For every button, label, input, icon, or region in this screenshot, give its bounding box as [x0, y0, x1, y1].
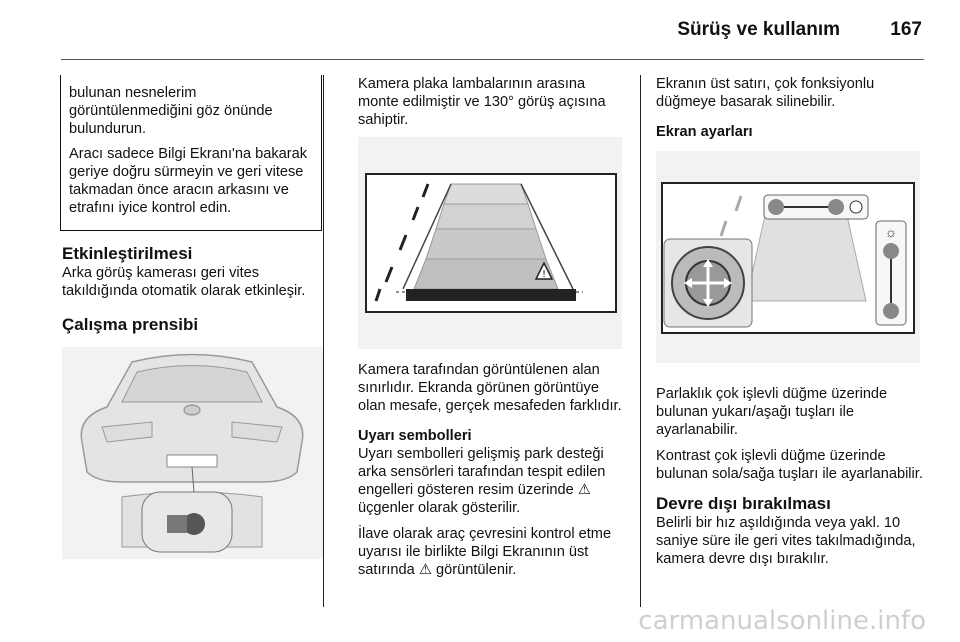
header-title: Sürüş ve kullanım [677, 19, 840, 40]
column-2: Kamera plaka lambalarının arasına monte … [358, 75, 626, 587]
activation-heading: Etkinleştirilmesi [62, 244, 193, 263]
camera-mount-text: Kamera plaka lambalarının arasına monte … [358, 76, 606, 128]
principle-heading: Çalışma prensibi [62, 315, 199, 334]
deactivation-heading: Devre dışı bırakılması [656, 494, 831, 513]
column-3: Ekranın üst satırı, çok fonksiyonlu düğm… [656, 75, 926, 576]
warning-triangle-icon: ⚠ [577, 482, 591, 498]
svg-text:!: ! [543, 269, 546, 280]
display-settings-heading: Ekran ayarları [656, 124, 753, 140]
column-divider-2 [640, 75, 641, 607]
display-settings-illustration: ☼ [656, 151, 920, 363]
warning-symbols-text: Uyarı sembolleri gelişmiş park desteği a… [358, 446, 606, 516]
warning-symbols-heading: Uyarı sembolleri [358, 428, 472, 444]
top-line-clear-text: Ekranın üst satırı, çok fonksiyonlu düğm… [656, 76, 875, 110]
warning-text-1: bulunan nesnelerim görüntülenmediğini gö… [69, 85, 273, 137]
warning-box: bulunan nesnelerim görüntülenmediğini gö… [60, 75, 322, 231]
contrast-text: Kontrast çok işlevli düğme üzerinde bulu… [656, 448, 923, 482]
activation-text: Arka görüş kamerası geri vites takıldığı… [62, 265, 306, 299]
column-1: bulunan nesnelerim görüntülenmediğini gö… [60, 75, 323, 559]
watermark: carmanualsonline.info [638, 606, 926, 636]
page-number: 167 [890, 19, 922, 40]
car-rear-illustration [62, 347, 323, 559]
warning-text-2: Aracı sadece Bilgi Ekranı'na bakarak ger… [69, 146, 308, 216]
warning-triangle-icon: ⚠ [418, 562, 432, 578]
camera-display-illustration: ! [358, 137, 622, 349]
additional-warning-text: İlave olarak araç çevresini kontrol etme… [358, 526, 612, 578]
deactivation-text: Belirli bir hız aşıldığında veya yakl. 1… [656, 515, 916, 567]
svg-text:☼: ☼ [885, 224, 898, 240]
camera-view-text: Kamera tarafından görüntülenen alan sını… [358, 362, 622, 414]
column-divider-1 [323, 75, 324, 607]
brightness-text: Parlaklık çok işlevli düğme üzerinde bul… [656, 386, 888, 438]
header-divider [61, 59, 924, 60]
